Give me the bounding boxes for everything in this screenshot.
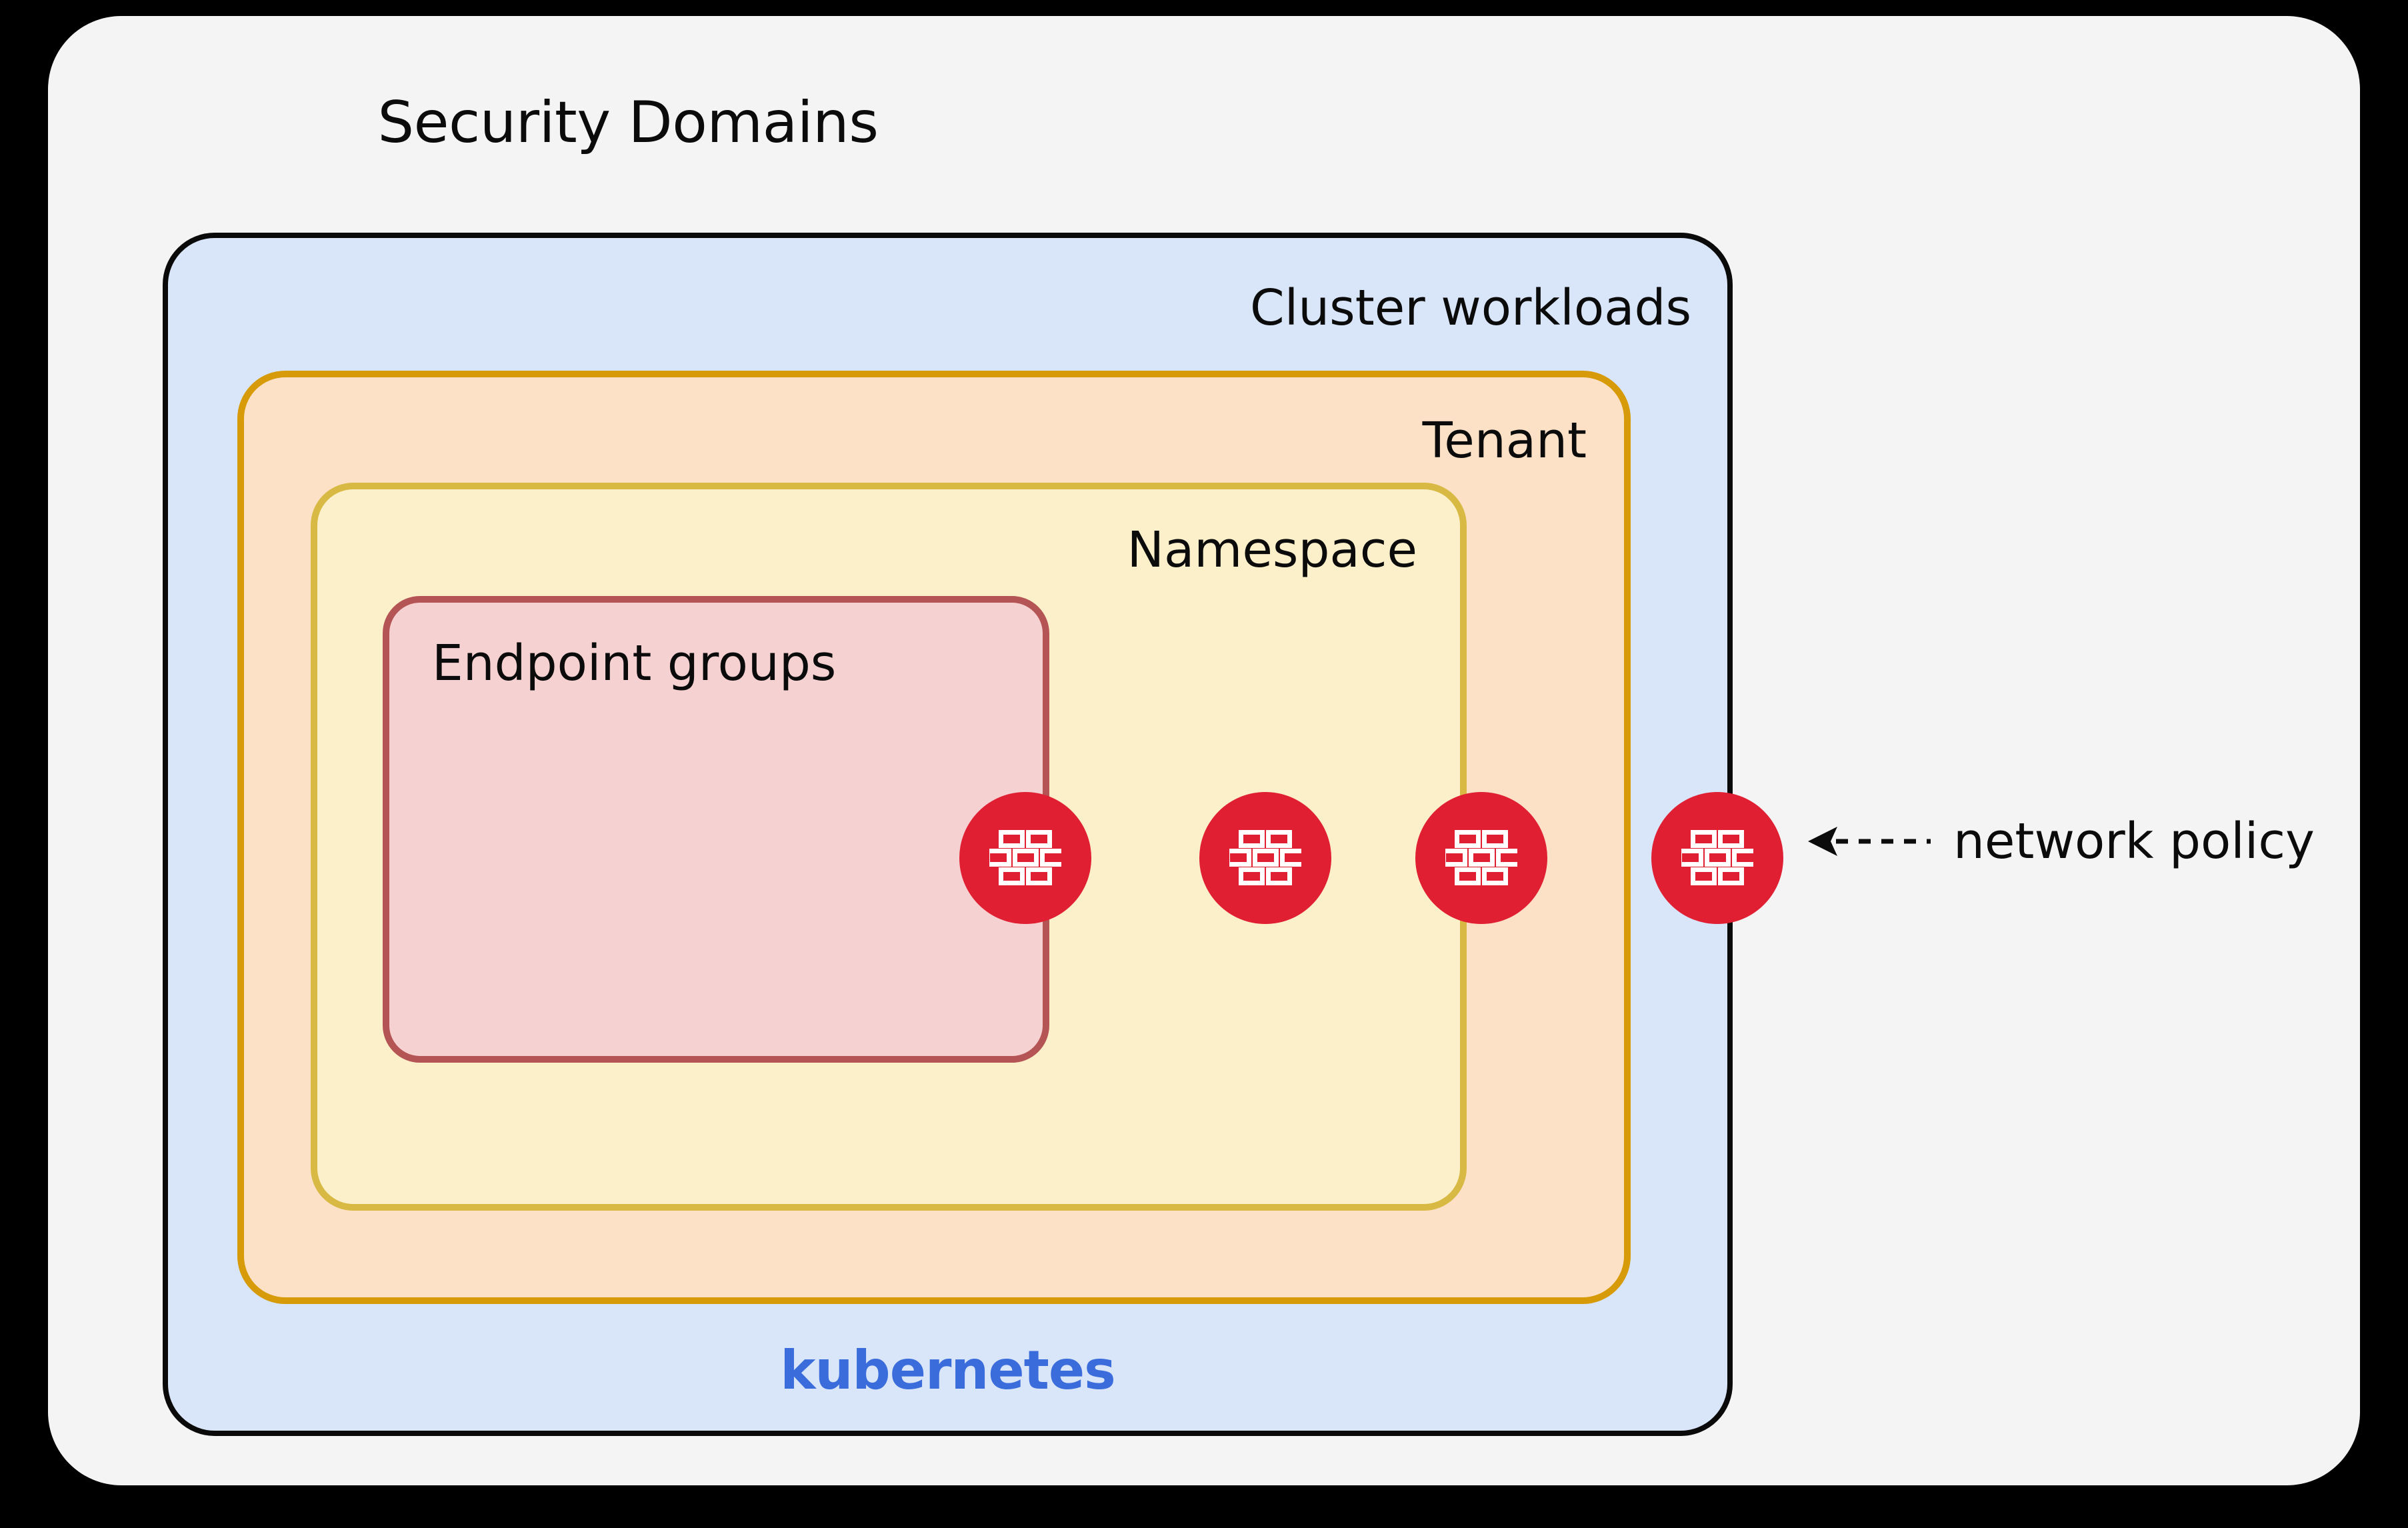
firewall-marker-endpoint-groups[interactable] [959,792,1091,924]
kubernetes-brand-label: kubernetes [780,1339,1115,1401]
layer-tenant: Tenant Namespace Endpoint groups [237,371,1631,1304]
security-domains-panel: Security Domains Cluster workloads Tenan… [48,16,2360,1485]
layer-namespace: Namespace Endpoint groups [311,483,1467,1211]
layer-label-endpoint-groups: Endpoint groups [432,635,837,692]
firewall-brick-icon [989,829,1061,887]
network-policy-callout: network policy [1807,801,2315,881]
layer-label-namespace: Namespace [1127,521,1417,579]
layer-label-tenant: Tenant [1422,412,1587,469]
layer-cluster-workloads: Cluster workloads Tenant Namespace Endpo… [163,233,1733,1436]
firewall-brick-icon [1445,829,1517,887]
firewall-marker-tenant[interactable] [1415,792,1547,924]
dashed-arrow-left-icon [1807,821,1933,861]
layer-endpoint-groups: Endpoint groups [383,596,1049,1063]
network-policy-label: network policy [1953,813,2315,870]
firewall-brick-icon [1229,829,1301,887]
page-title: Security Domains [377,89,879,156]
firewall-marker-namespace[interactable] [1199,792,1331,924]
layer-label-cluster-workloads: Cluster workloads [1250,279,1691,337]
firewall-brick-icon [1681,829,1753,887]
firewall-marker-cluster-workloads[interactable] [1651,792,1783,924]
